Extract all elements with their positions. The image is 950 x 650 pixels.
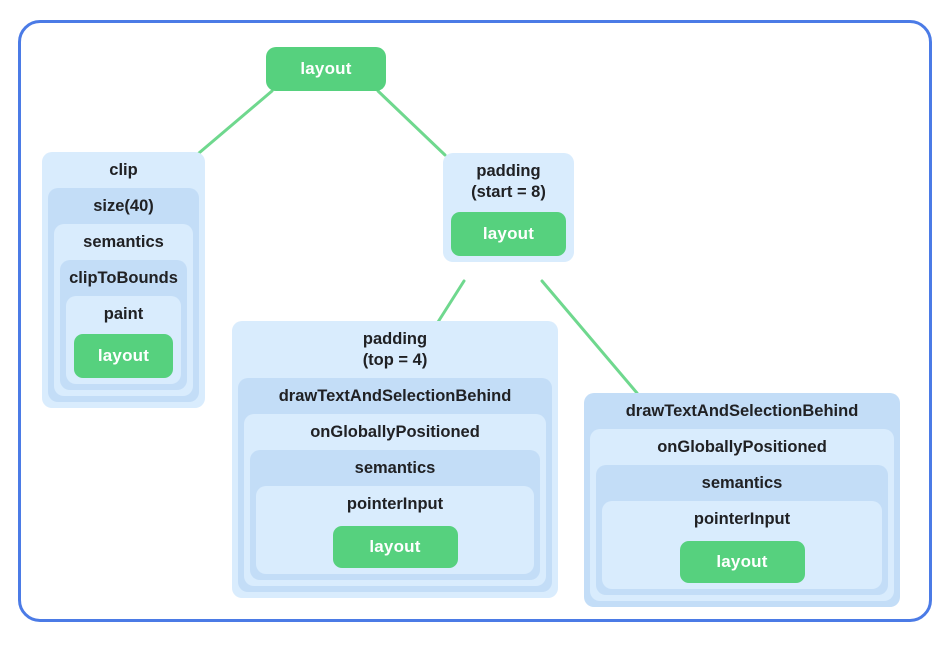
modifier-label-paint: paint [103,305,144,323]
size-modifier-box: size(40) semantics clipToBounds paint la… [48,188,199,402]
modifier-label-pointerinput: pointerInput [346,495,444,513]
modifier-label-semantics: semantics [83,233,164,251]
modifier-label-drawtext: drawTextAndSelectionBehind [625,402,859,420]
pointerinput-modifier-box: pointerInput layout [256,486,534,574]
paint-modifier-box: paint layout [66,296,181,384]
root-layout-node: layout [266,47,386,91]
modifier-label-ongloballypositioned: onGloballyPositioned [310,423,480,441]
padding-start-line2: (start = 8) [471,183,546,201]
padding-start-line1: padding [476,162,541,180]
modifier-label-padding-start: padding (start = 8) [449,153,568,210]
ongloballypositioned-modifier-box: onGloballyPositioned semantics pointerIn… [590,429,894,601]
modifier-label-clip: clip [109,161,138,179]
modifier-label-drawtext: drawTextAndSelectionBehind [278,387,512,405]
modifier-label-ongloballypositioned: onGloballyPositioned [657,438,827,456]
padding-top-line2: (top = 4) [362,351,428,369]
ongloballypositioned-modifier-box: onGloballyPositioned semantics pointerIn… [244,414,546,586]
layout-node: layout [332,526,458,568]
modifier-label-cliptobounds: clipToBounds [69,269,178,287]
modifier-label-semantics: semantics [354,459,436,477]
layout-node: layout [679,541,805,583]
layout-node: layout [74,334,173,378]
clip-modifier-box: clip size(40) semantics clipToBounds pai… [42,152,205,408]
cliptobounds-modifier-box: clipToBounds paint layout [60,260,187,390]
padding-top-line1: padding [362,330,428,348]
modifier-label-pointerinput: pointerInput [693,510,791,528]
semantics-modifier-box: semantics pointerInput layout [250,450,540,580]
drawtext-modifier-box: drawTextAndSelectionBehind onGloballyPos… [238,378,552,592]
padding-top-modifier-box: padding (top = 4) drawTextAndSelectionBe… [232,321,558,598]
modifier-label-padding-top: padding (top = 4) [238,321,552,378]
modifier-label-semantics: semantics [701,474,783,492]
layout-node: layout [451,212,566,256]
pointerinput-modifier-box: pointerInput layout [602,501,882,589]
padding-start-modifier-box: padding (start = 8) layout [443,153,574,262]
semantics-modifier-box: semantics clipToBounds paint layout [54,224,193,396]
modifier-label-size: size(40) [93,197,154,215]
drawtext-modifier-box-right: drawTextAndSelectionBehind onGloballyPos… [584,393,900,607]
semantics-modifier-box: semantics pointerInput layout [596,465,888,595]
